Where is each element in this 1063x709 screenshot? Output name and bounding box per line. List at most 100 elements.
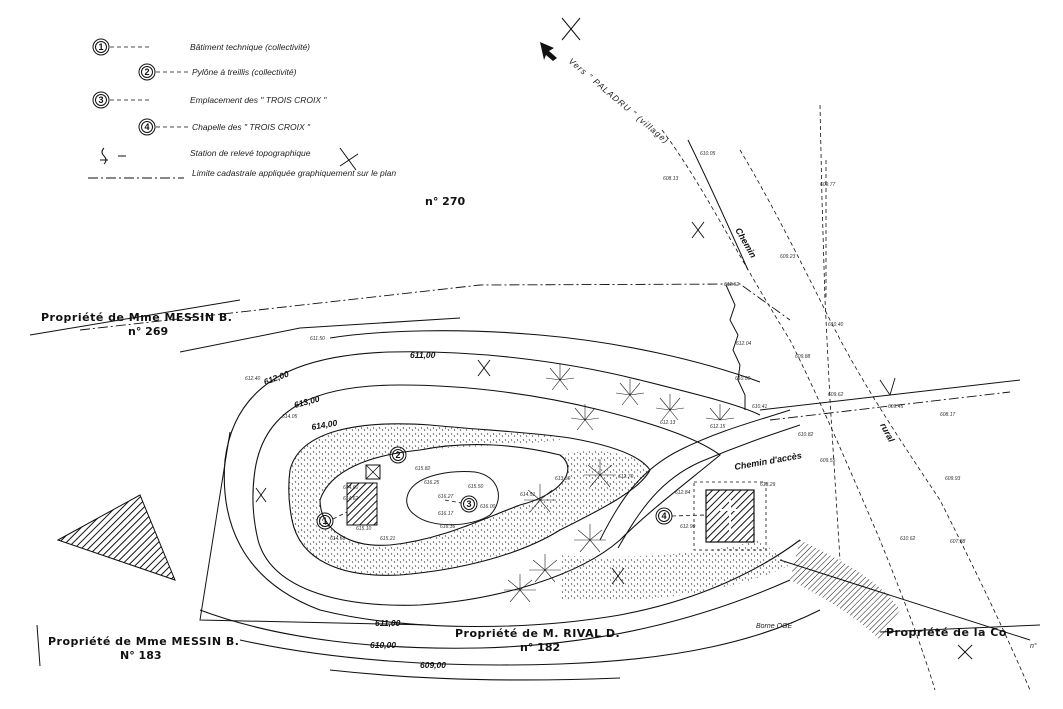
svg-text:611.50: 611.50 (310, 336, 325, 342)
commune-number: n° (1030, 642, 1037, 650)
svg-text:607.88: 607.88 (950, 539, 966, 545)
svg-text:612.40: 612.40 (245, 376, 261, 382)
plot-183-number: N° 183 (120, 649, 162, 662)
svg-text:615.21: 615.21 (380, 536, 396, 542)
svg-text:Borne OGE: Borne OGE (756, 623, 793, 630)
svg-text:616.00: 616.00 (480, 504, 496, 510)
svg-text:614,00: 614,00 (311, 418, 339, 432)
legend: 1 Bâtiment technique (collectivité) 2 Py… (88, 38, 396, 179)
svg-text:611,00: 611,00 (410, 350, 436, 360)
legend-label-1: Bâtiment technique (collectivité) (190, 42, 310, 52)
cross-icon (720, 500, 740, 532)
svg-text:616.27: 616.27 (438, 494, 454, 500)
legend-marker-3-icon (92, 91, 110, 109)
svg-text:613,00: 613,00 (293, 393, 321, 409)
boundary-269-bottom (179, 317, 461, 353)
svg-text:616.25: 616.25 (424, 480, 440, 486)
legend-marker-4-number: 4 (144, 122, 149, 132)
hatched-triangle (56, 494, 176, 581)
svg-text:614.56: 614.56 (330, 536, 346, 542)
svg-text:615.50: 615.50 (468, 484, 484, 490)
svg-text:616.17: 616.17 (438, 511, 454, 517)
svg-text:615.82: 615.82 (415, 466, 431, 472)
boundary-north (79, 283, 791, 331)
svg-text:612.90: 612.90 (680, 524, 696, 530)
stippled-slope (288, 423, 650, 576)
road-edge-east (739, 149, 1031, 691)
pylon-icon (365, 464, 381, 480)
svg-text:612.70: 612.70 (618, 474, 634, 480)
legend-marker-2-number: 2 (144, 67, 149, 77)
svg-text:611,00: 611,00 (375, 618, 401, 628)
legend-label-station: Station de relevé topographique (190, 148, 311, 158)
contour-lines: 611,00 612,00 613,00 614,00 611,00 610,0… (199, 330, 821, 681)
svg-text:613.50: 613.50 (555, 476, 571, 482)
contour-611 (329, 330, 761, 383)
road-edge-west (661, 129, 936, 691)
svg-text:614.62: 614.62 (343, 496, 359, 502)
svg-text:1: 1 (322, 516, 327, 526)
svg-text:3: 3 (466, 499, 471, 509)
svg-text:609.62: 609.62 (828, 392, 844, 398)
svg-text:614.60: 614.60 (343, 485, 359, 491)
plot-269-number: n° 269 (128, 325, 168, 338)
direction-label: Vers " PALADRU " (village) (567, 56, 671, 146)
spot-heights: 614.60 614.62 615.10 614.56 615.21 615.8… (245, 151, 966, 630)
plot-270-label: n° 270 (425, 195, 465, 208)
plot-269-owner: Propriété de Mme MESSIN B. (41, 311, 233, 324)
svg-text:610.40: 610.40 (828, 322, 844, 328)
direction-indicator: Vers " PALADRU " (village) (540, 17, 671, 146)
legend-marker-2-icon (138, 63, 156, 81)
svg-text:609.93: 609.93 (945, 476, 961, 482)
legend-marker-1-number: 1 (98, 42, 103, 52)
svg-text:614.51: 614.51 (520, 492, 536, 498)
svg-text:615.10: 615.10 (356, 526, 372, 532)
svg-text:610.62: 610.62 (900, 536, 916, 542)
commune-owner: Propriété de la Co (886, 626, 1007, 639)
boundary-west (199, 431, 431, 626)
svg-text:610.41: 610.41 (752, 404, 768, 410)
svg-text:609.23: 609.23 (780, 254, 796, 260)
svg-text:610.00: 610.00 (735, 376, 751, 382)
legend-label-3: Emplacement des " TROIS CROIX " (190, 95, 327, 105)
svg-text:608.17: 608.17 (940, 412, 956, 418)
legend-label-boundary: Limite cadastrale appliquée graphiquemen… (192, 168, 396, 178)
legend-marker-1-inner-icon (95, 41, 107, 53)
chapel-enclosure (693, 481, 767, 551)
contour-609 (329, 669, 621, 681)
svg-text:609.77: 609.77 (820, 182, 836, 188)
contour-610 (239, 609, 821, 666)
plot-182-number: n° 182 (520, 641, 560, 654)
road-label-bottom: rural (878, 421, 896, 444)
contour-613 (252, 384, 721, 606)
access-path-edge-2 (617, 424, 801, 549)
legend-marker-1-icon (92, 38, 110, 56)
station-crosses (255, 221, 973, 660)
vertical-boundary (819, 104, 841, 561)
marker-2: 2 (389, 446, 407, 464)
svg-text:2: 2 (395, 450, 400, 460)
svg-text:610.05: 610.05 (700, 151, 716, 157)
svg-text:612.15: 612.15 (710, 424, 726, 430)
station-symbol-icon (100, 147, 108, 165)
legend-marker-3-number: 3 (98, 95, 103, 105)
svg-text:609,00: 609,00 (420, 660, 446, 670)
svg-text:612.13: 612.13 (660, 420, 676, 426)
svg-text:613.29: 613.29 (760, 482, 776, 488)
svg-text:608.13: 608.13 (663, 176, 679, 182)
svg-text:610.82: 610.82 (798, 432, 814, 438)
marker-3: 3 (444, 495, 478, 513)
marker-4: 4 (655, 507, 707, 525)
north-arrow-icon (540, 42, 557, 61)
marker-1: 1 (316, 511, 348, 530)
svg-text:612.04: 612.04 (736, 341, 752, 347)
road-label-top: Chemin (733, 226, 758, 260)
technical-building (346, 482, 378, 526)
svg-text:609.55: 609.55 (820, 458, 836, 464)
svg-text:612.52: 612.52 (724, 282, 740, 288)
contour-inner (319, 444, 569, 546)
legend-label-2: Pylône à treillis (collectivité) (192, 67, 297, 77)
svg-text:612,00: 612,00 (262, 368, 290, 386)
zigzag-boundary (725, 284, 746, 410)
